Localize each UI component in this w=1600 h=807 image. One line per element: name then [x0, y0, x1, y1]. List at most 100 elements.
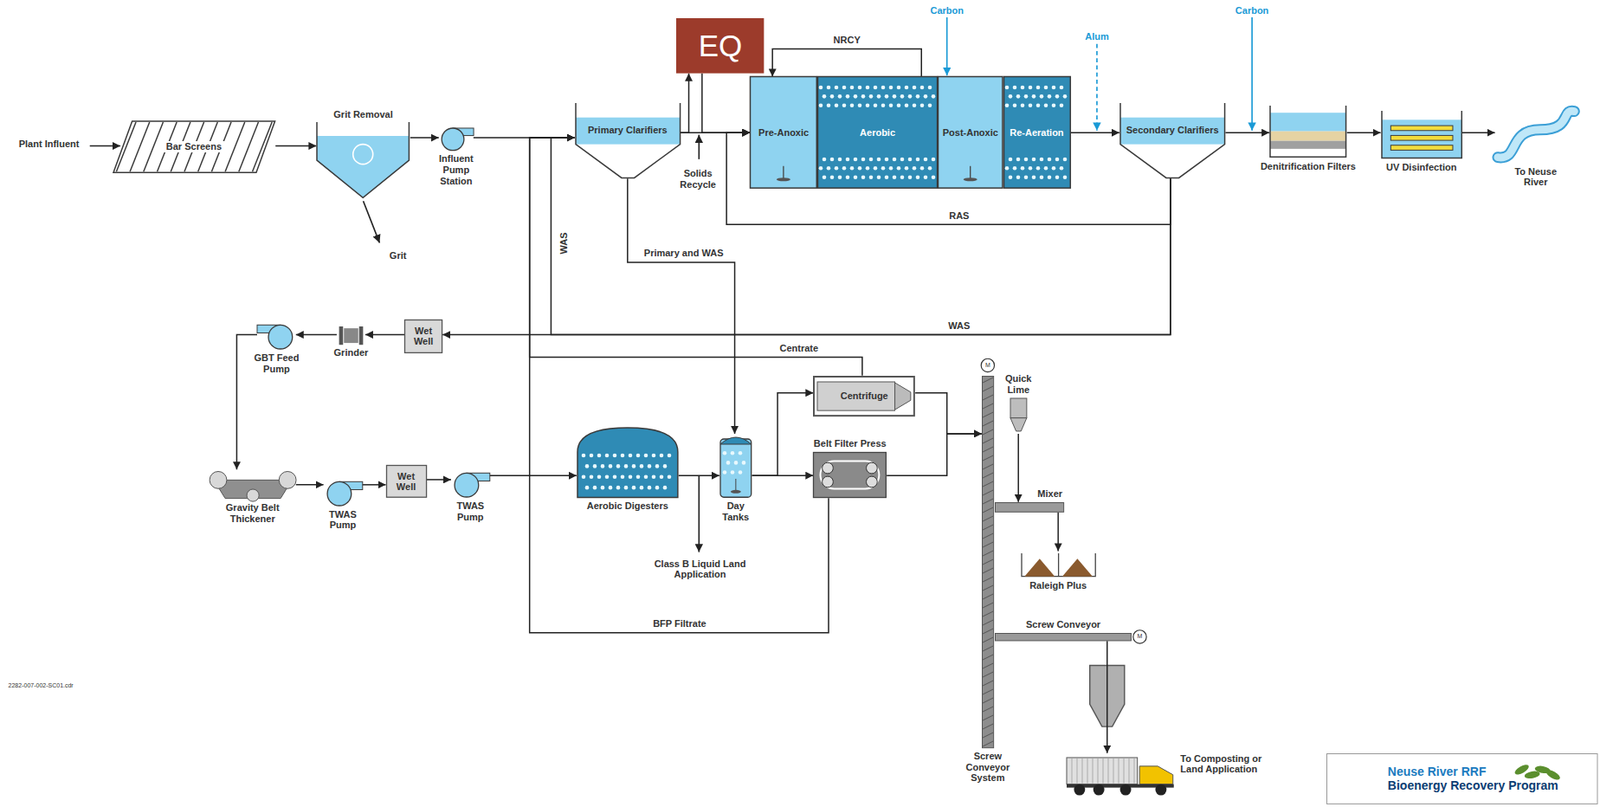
clarifier-wall	[575, 103, 681, 178]
rib	[1081, 758, 1083, 784]
bubble	[850, 166, 855, 171]
bubble	[908, 175, 913, 181]
carbon-feed	[1251, 17, 1253, 131]
bubble	[620, 474, 626, 479]
screw-flight	[982, 611, 994, 617]
bubble	[920, 166, 925, 171]
bubble	[589, 474, 594, 479]
uv-lamp	[1390, 125, 1453, 131]
swirl	[353, 144, 374, 165]
centrifuge-cone	[895, 382, 911, 410]
bubble	[1054, 157, 1059, 162]
rib	[1107, 758, 1109, 784]
bubble	[830, 94, 835, 99]
alum-feed	[1096, 44, 1098, 131]
process-unit: GBT Feed Pump	[257, 321, 297, 350]
bubble	[1058, 85, 1064, 91]
unit-shape	[209, 469, 297, 500]
unit-shape	[316, 122, 410, 199]
bubble	[636, 474, 641, 479]
flow-line	[365, 334, 405, 336]
unit-shape	[1010, 398, 1027, 434]
unit-label: TWAS Pump	[447, 500, 494, 523]
screw-flight	[982, 593, 994, 600]
bubble	[1007, 94, 1013, 99]
bubble	[826, 103, 832, 109]
rib	[1122, 758, 1124, 784]
bubble	[892, 157, 897, 162]
annotation-label: Class B Liquid Land Application	[644, 558, 757, 581]
bubble	[605, 474, 610, 479]
unit-shape	[438, 124, 474, 152]
unit-label: Mixer	[1029, 488, 1071, 500]
rib	[1102, 758, 1104, 784]
screw-flight	[982, 455, 994, 461]
bubble	[896, 85, 902, 91]
bubble	[597, 474, 602, 479]
bubble	[920, 85, 925, 91]
bubble	[1043, 85, 1048, 91]
process-unit: Gravity Belt Thickener	[209, 469, 297, 500]
bubble	[647, 464, 652, 469]
bubble	[593, 484, 598, 490]
screw-flight	[982, 438, 994, 444]
process-unit: Centrifuge	[812, 375, 916, 417]
bubble	[1051, 85, 1056, 91]
screw-flight	[982, 386, 994, 392]
bubble	[616, 464, 621, 469]
uv-lamp	[1390, 145, 1453, 151]
bubble	[663, 464, 668, 469]
bubble	[612, 452, 618, 458]
flow-line	[1017, 433, 1020, 503]
process-unit: Primary Clarifiers	[574, 102, 682, 179]
centrifuge-frame	[813, 376, 915, 416]
screw-flight	[982, 585, 994, 591]
unit-shape	[336, 326, 366, 345]
bubble	[826, 166, 832, 171]
bubble	[593, 464, 598, 469]
unit-shape	[994, 502, 1065, 513]
bubble	[1046, 157, 1052, 162]
bubble	[620, 452, 626, 458]
flow-label: RAS	[947, 209, 971, 221]
unit-label: Gravity Belt Thickener	[206, 502, 299, 524]
bubble	[884, 175, 890, 181]
bubble	[889, 85, 894, 91]
bubble	[659, 474, 665, 479]
bubble	[667, 452, 672, 458]
bubble	[1015, 175, 1020, 181]
flow-line	[752, 474, 814, 477]
bubble	[861, 94, 866, 99]
screw-flight	[982, 619, 994, 626]
carbon-feed	[946, 17, 949, 76]
annotation-label: 2282-007-002-SC01.cdr	[8, 682, 74, 690]
screw-flight	[982, 602, 994, 608]
bubble	[1015, 94, 1020, 99]
unit-label: Grinder	[319, 347, 383, 359]
logo-frame	[1327, 753, 1599, 804]
process-unit: Quick Lime	[1010, 398, 1027, 434]
unit-label: Primary Clarifiers	[587, 124, 668, 136]
flow-line	[550, 137, 1170, 335]
screen-frame	[113, 121, 276, 173]
bubble	[1043, 103, 1048, 109]
screw-flight	[982, 464, 994, 470]
bubble	[830, 175, 835, 181]
unit-shape	[812, 451, 887, 498]
bubble	[896, 103, 902, 109]
bubble	[628, 452, 633, 458]
screw-flight	[982, 637, 994, 643]
bubble	[624, 464, 629, 469]
bubble	[1023, 157, 1028, 162]
screw-flight	[982, 654, 994, 660]
bubble	[1062, 157, 1067, 162]
bubble	[881, 85, 886, 91]
flow-line	[361, 483, 386, 486]
flow-line	[296, 334, 337, 336]
mixer-shaft	[969, 166, 971, 181]
unit-shape	[981, 375, 994, 749]
screw-flight	[982, 576, 994, 582]
bubble	[1046, 175, 1052, 181]
solids-recycle-arrow	[697, 135, 700, 160]
unit-label: Aerobic Digesters	[587, 500, 669, 512]
